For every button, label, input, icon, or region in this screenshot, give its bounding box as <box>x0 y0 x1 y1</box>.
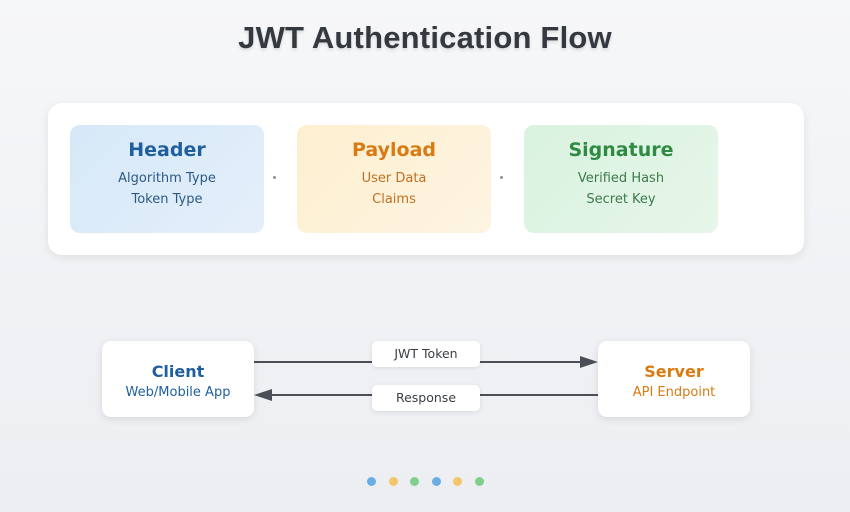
jwt-part-payload: Payload User Data Claims <box>297 125 491 233</box>
header-title: Header <box>128 139 206 161</box>
request-arrow-head <box>580 356 598 368</box>
dot-2 <box>389 477 398 486</box>
response-arrow-head <box>254 389 272 401</box>
client-title: Client <box>151 362 205 381</box>
signature-line-2: Secret Key <box>586 192 656 207</box>
server-title: Server <box>644 362 704 381</box>
payload-line-1: User Data <box>361 171 427 186</box>
jwt-part-header: Header Algorithm Type Token Type <box>70 125 264 233</box>
separator-dot-2 <box>500 176 503 179</box>
payload-title: Payload <box>351 139 437 161</box>
server-subtitle: API Endpoint <box>632 385 716 400</box>
dot-4 <box>432 477 441 486</box>
dot-6 <box>475 477 484 486</box>
jwt-token-label: JWT Token <box>372 341 480 367</box>
header-line-2: Token Type <box>131 192 203 207</box>
payload-line-2: Claims <box>372 192 416 207</box>
dot-5 <box>453 477 462 486</box>
client-node: Client Web/Mobile App <box>102 341 254 417</box>
client-subtitle: Web/Mobile App <box>125 385 231 400</box>
diagram-title: JWT Authentication Flow <box>238 20 612 55</box>
signature-line-1: Verified Hash <box>577 171 665 186</box>
jwt-part-signature: Signature Verified Hash Secret Key <box>524 125 718 233</box>
separator-dot-1 <box>273 176 276 179</box>
dot-3 <box>410 477 419 486</box>
server-node: Server API Endpoint <box>598 341 750 417</box>
header-line-1: Algorithm Type <box>118 171 216 186</box>
response-label: Response <box>372 385 480 411</box>
dot-1 <box>367 477 376 486</box>
signature-title: Signature <box>568 139 674 161</box>
